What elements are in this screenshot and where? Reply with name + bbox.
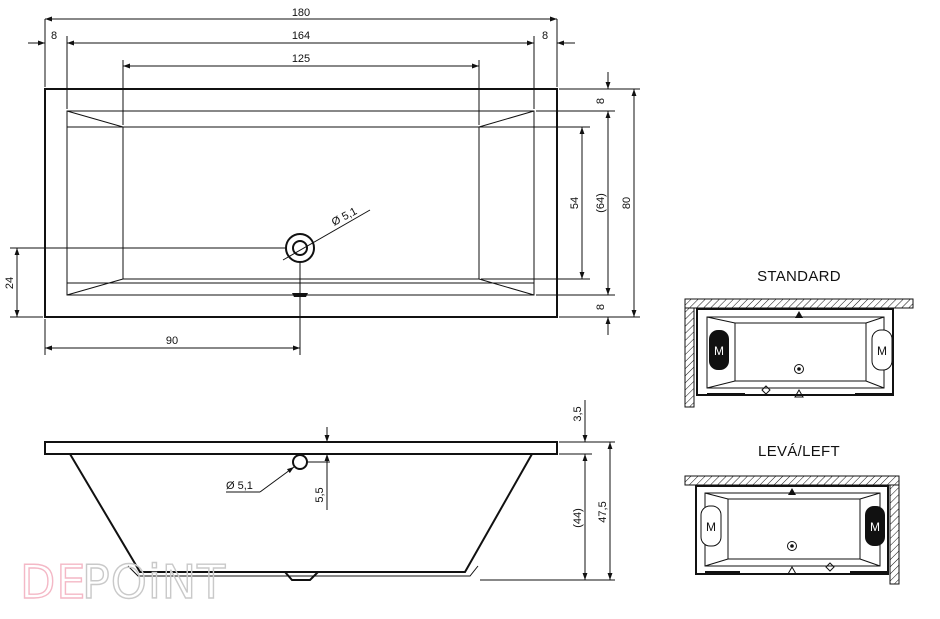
side-drain — [284, 571, 319, 581]
standard-diamond-icon — [761, 385, 771, 395]
left-marker-left: M — [706, 520, 716, 534]
dim-floor-length: 125 — [292, 53, 310, 65]
dim-total-height: 47,5 — [597, 501, 609, 522]
dim-rim-height: 3,5 — [572, 406, 584, 421]
tub-floor — [122, 126, 480, 280]
dim-rim-bottom: 8 — [595, 304, 607, 310]
dim-drain-offset-x: 90 — [166, 335, 178, 347]
left-valve-icon — [787, 565, 797, 575]
overflow-icon — [292, 454, 308, 470]
left-overflow-icon — [788, 488, 796, 495]
dim-rim-right: 8 — [542, 30, 548, 42]
left-headrest-right — [865, 506, 885, 546]
side-view: Ø 5,1 5,5 3,5 (44) 47,5 — [44, 400, 615, 581]
standard-tub-outline — [696, 308, 894, 396]
watermark-part-a: DE — [20, 555, 87, 609]
dim-overflow-offset: 5,5 — [314, 487, 326, 502]
side-tub-body — [69, 453, 533, 573]
layout-left: LEVÁ/LEFT M M — [684, 443, 900, 585]
dim-drain-offset-y: 24 — [4, 277, 16, 289]
dim-rim-top: 8 — [595, 98, 607, 104]
standard-marker-left: M — [714, 344, 724, 358]
dim-inner-depth: (44) — [572, 508, 584, 528]
left-marker-right: M — [870, 520, 880, 534]
side-rim — [44, 441, 558, 455]
standard-drain-icon — [794, 364, 804, 374]
standard-valve-icon — [794, 388, 804, 398]
dim-inner-width: (64) — [595, 193, 607, 213]
watermark-part-b: POiNT — [82, 555, 226, 609]
standard-marker-right: M — [877, 344, 887, 358]
standard-headrest-left — [709, 330, 729, 370]
dim-inner-length: 164 — [292, 30, 310, 42]
layout-standard-label: STANDARD — [757, 268, 841, 285]
dim-overall-width: 80 — [621, 197, 633, 209]
left-diamond-icon — [825, 562, 835, 572]
dim-floor-width: 54 — [569, 197, 581, 209]
drain-icon — [282, 209, 371, 263]
watermark-logo: DE POiNT — [19, 554, 226, 609]
layout-left-label: LEVÁ/LEFT — [758, 443, 840, 460]
dim-rim-left: 8 — [51, 30, 57, 42]
left-drain-icon — [787, 541, 797, 551]
tub-outer-rim — [44, 88, 558, 318]
overflow-diameter-label: Ø 5,1 — [226, 480, 253, 492]
dim-overall-length: 180 — [292, 7, 310, 19]
layout-standard: STANDARD M M — [684, 268, 914, 408]
standard-overflow-icon — [795, 311, 803, 318]
top-view: Ø 5,1 180 8 164 8 125 90 8 5 — [4, 7, 640, 355]
